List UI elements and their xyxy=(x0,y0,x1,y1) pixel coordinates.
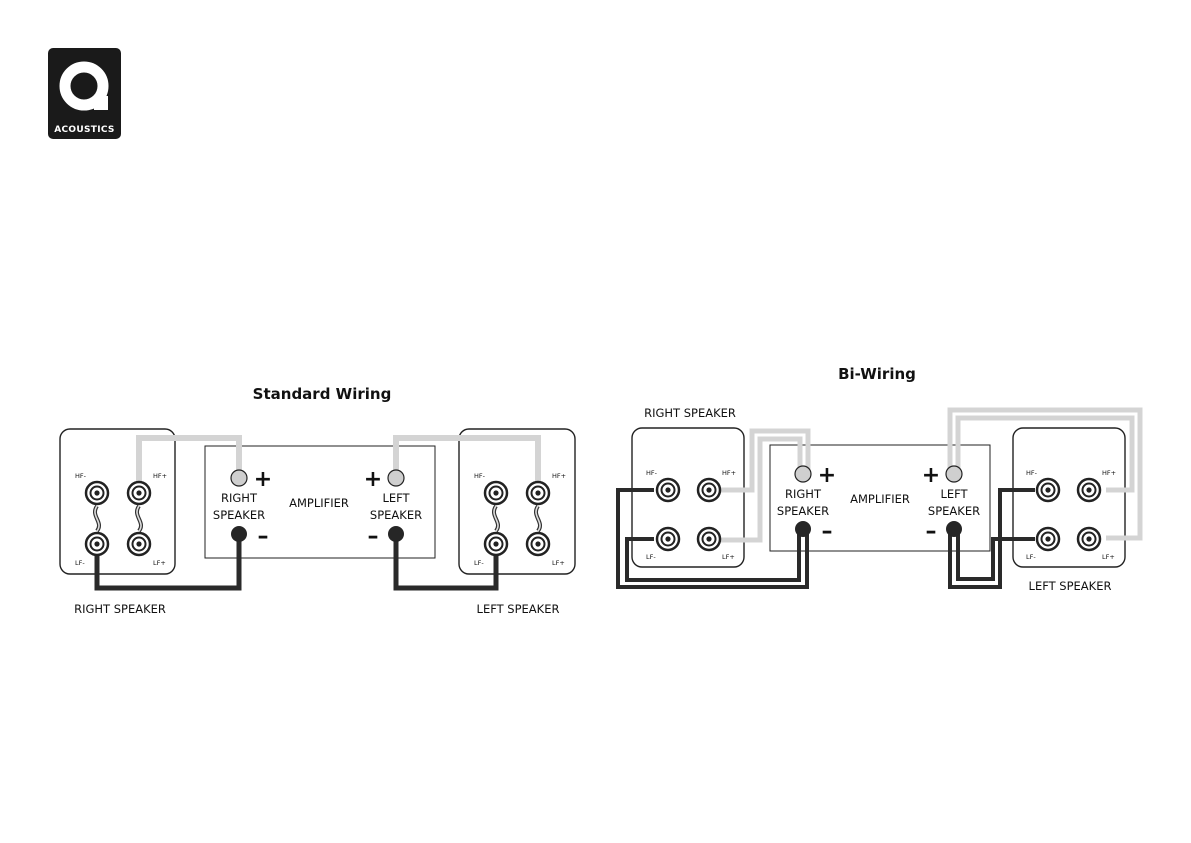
standard-right-speaker-box xyxy=(60,429,175,574)
standard-left-hf-plus-label: HF+ xyxy=(552,472,566,480)
standard-left-hf-plus-post xyxy=(527,482,549,504)
standard-left-plus-sign: + xyxy=(364,467,382,492)
standard-amp-left-positive-terminal xyxy=(388,470,404,486)
standard-amp-right-label-line1: RIGHT xyxy=(221,491,258,505)
bi-left-speaker-box xyxy=(1013,428,1125,567)
bi-left-hf-minus-post xyxy=(1037,479,1059,501)
standard-left-hf-minus-post xyxy=(485,482,507,504)
bi-left-minus-sign: – xyxy=(926,519,937,544)
standard-left-minus-sign: – xyxy=(368,524,379,549)
standard-amp-right-negative-terminal xyxy=(231,526,247,542)
bi-right-hf-minus-post xyxy=(657,479,679,501)
standard-left-speaker-box xyxy=(459,429,575,574)
standard-amplifier-label: AMPLIFIER xyxy=(289,496,349,510)
standard-left-hf-minus-label: HF- xyxy=(474,472,486,480)
standard-left-lf-minus-post xyxy=(485,533,507,555)
bi-left-lf-minus-post xyxy=(1037,528,1059,550)
standard-left-lf-plus-label: LF+ xyxy=(552,559,565,567)
bi-right-lf-plus-label: LF+ xyxy=(722,553,735,561)
bi-left-plus-sign: + xyxy=(922,463,940,488)
bi-amp-left-label-line2: SPEAKER xyxy=(928,504,980,518)
bi-wiring-title: Bi-Wiring xyxy=(838,365,916,383)
standard-right-lf-plus-post xyxy=(128,533,150,555)
standard-amp-right-positive-terminal xyxy=(231,470,247,486)
standard-right-lf-plus-label: LF+ xyxy=(153,559,166,567)
bi-amp-right-label-line2: SPEAKER xyxy=(777,504,829,518)
bi-right-hf-plus-label: HF+ xyxy=(722,469,736,477)
bi-right-plus-sign: + xyxy=(818,463,836,488)
logo-q-tail xyxy=(94,96,108,110)
bi-amp-right-positive-terminal xyxy=(795,466,811,482)
bi-right-speaker-box xyxy=(632,428,744,567)
bi-left-hf-plus-label: HF+ xyxy=(1102,469,1116,477)
bi-amp-left-label-line1: LEFT xyxy=(940,487,968,501)
standard-right-hf-plus-label: HF+ xyxy=(153,472,167,480)
standard-right-lf-minus-label: LF- xyxy=(75,559,85,567)
standard-left-lf-plus-post xyxy=(527,533,549,555)
bi-left-lf-minus-label: LF- xyxy=(1026,553,1036,561)
bi-wiring-diagram: Bi-Wiring RIGHT SPEAKER HF- HF+ LF- LF+ xyxy=(618,365,1140,593)
bi-right-lf-minus-label: LF- xyxy=(646,553,656,561)
bi-right-hf-plus-post xyxy=(698,479,720,501)
bi-amp-right-negative-terminal xyxy=(795,521,811,537)
standard-right-hf-minus-label: HF- xyxy=(75,472,87,480)
bi-left-lf-plus-label: LF+ xyxy=(1102,553,1115,561)
bi-amp-left-positive-terminal xyxy=(946,466,962,482)
standard-amp-left-negative-terminal xyxy=(388,526,404,542)
standard-right-hf-plus-post xyxy=(128,482,150,504)
logo-text: ACOUSTICS xyxy=(54,125,114,135)
bi-left-lf-plus-post xyxy=(1078,528,1100,550)
bi-left-hf-minus-label: HF- xyxy=(1026,469,1038,477)
q-acoustics-logo: ACOUSTICS xyxy=(48,48,121,139)
standard-wiring-title: Standard Wiring xyxy=(253,385,392,403)
bi-right-lf-plus-post xyxy=(698,528,720,550)
standard-right-speaker-label: RIGHT SPEAKER xyxy=(74,602,166,616)
standard-right-minus-sign: – xyxy=(258,524,269,549)
bi-amp-left-negative-terminal xyxy=(946,521,962,537)
standard-left-lf-minus-label: LF- xyxy=(474,559,484,567)
standard-amp-left-label-line2: SPEAKER xyxy=(370,508,422,522)
bi-left-hf-plus-post xyxy=(1078,479,1100,501)
bi-left-speaker-label: LEFT SPEAKER xyxy=(1029,579,1112,593)
bi-right-minus-sign: – xyxy=(822,519,833,544)
standard-right-lf-minus-post xyxy=(86,533,108,555)
standard-right-hf-minus-post xyxy=(86,482,108,504)
bi-right-speaker-label: RIGHT SPEAKER xyxy=(644,406,736,420)
bi-amplifier-label: AMPLIFIER xyxy=(850,492,910,506)
standard-right-plus-sign: + xyxy=(254,467,272,492)
bi-right-hf-minus-label: HF- xyxy=(646,469,658,477)
standard-amp-left-label-line1: LEFT xyxy=(382,491,410,505)
standard-amp-right-label-line2: SPEAKER xyxy=(213,508,265,522)
bi-right-lf-minus-post xyxy=(657,528,679,550)
bi-amp-right-label-line1: RIGHT xyxy=(785,487,822,501)
standard-wiring-diagram: Standard Wiring HF- HF+ xyxy=(60,385,575,616)
standard-left-speaker-label: LEFT SPEAKER xyxy=(477,602,560,616)
